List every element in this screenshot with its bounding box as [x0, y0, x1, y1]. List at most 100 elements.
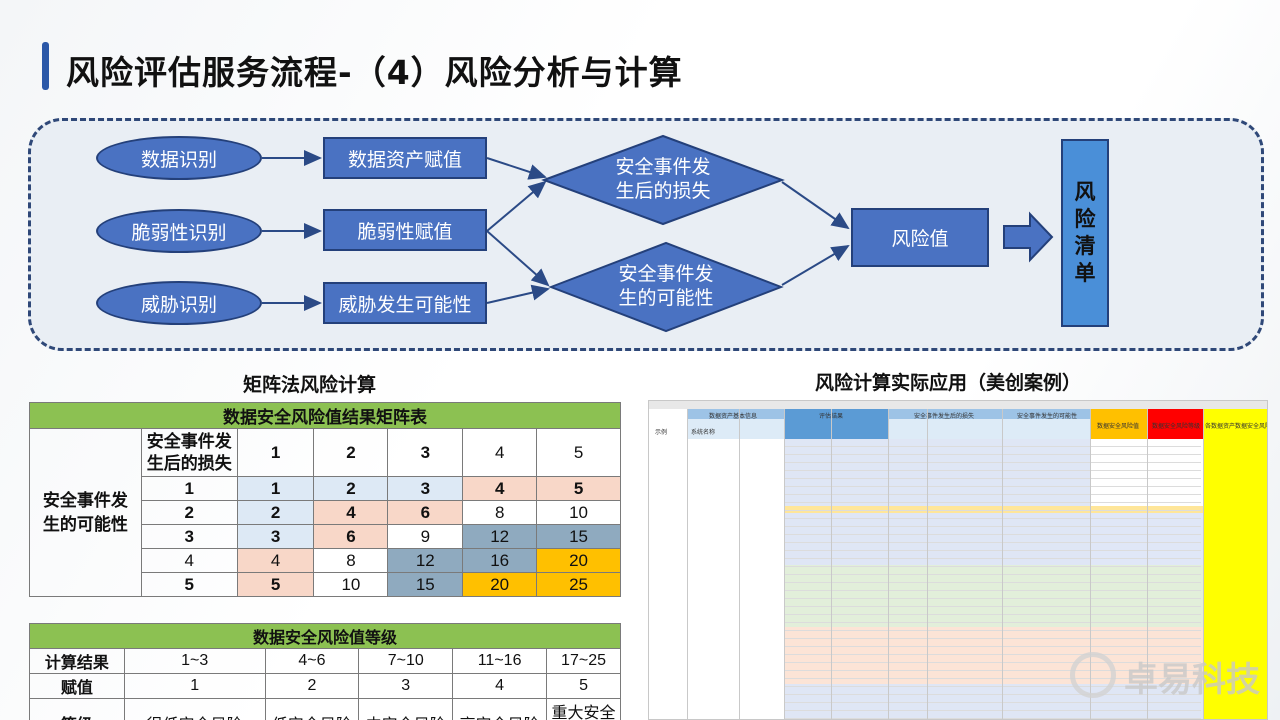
case-grid-row: [784, 559, 1201, 567]
diamond-loss-label: 安全事件发生后的损失: [615, 156, 711, 202]
matrix-cell: 25: [536, 572, 621, 597]
level-grade: 高安全风险: [452, 698, 548, 720]
case-grid-row: [784, 679, 1201, 687]
level-grade: 很低安全风险: [123, 698, 266, 720]
matrix-cell: 15: [536, 524, 621, 549]
box-vulnerability-valuation: 脆弱性赋值: [323, 209, 487, 251]
case-grid-row: [784, 655, 1201, 663]
case-grid-row: [784, 479, 1201, 487]
band-loss: [888, 409, 1002, 419]
level-value: 5: [546, 673, 621, 699]
block-5: [784, 684, 1203, 719]
band-risk-value: [1090, 409, 1147, 439]
case-grid-row: [784, 543, 1201, 551]
case-grid-row: [784, 695, 1201, 703]
matrix-cell: 4: [462, 476, 538, 501]
case-col-system: 系统名称: [691, 429, 716, 436]
matrix-cell: 3: [236, 524, 315, 549]
matrix-cell: 1: [236, 476, 315, 501]
case-grid-row: [784, 527, 1201, 535]
level-range: 17~25: [546, 648, 621, 674]
col-header: 4: [462, 428, 538, 477]
block-4: [784, 627, 1203, 684]
matrix-cell: 12: [462, 524, 538, 549]
level-range: 11~16: [452, 648, 548, 674]
block-2-right: [1090, 513, 1203, 565]
block-3: [784, 565, 1090, 627]
level-row-label: 等级: [29, 698, 125, 720]
box-asset-valuation: 数据资产赋值: [323, 137, 487, 179]
case-grid-row: [784, 535, 1201, 543]
case-grid-row: [784, 503, 1201, 511]
matrix-cell: 12: [387, 548, 464, 573]
title-accent-bar: [42, 42, 49, 90]
case-grid-row: [784, 711, 1201, 719]
diamond-likelihood-label: 安全事件发生的可能性: [618, 263, 714, 309]
matrix-header: 数据安全风险值结果矩阵表: [29, 402, 621, 429]
matrix-cell: 4: [236, 548, 315, 573]
band-asset-info: [687, 409, 784, 419]
matrix-section-title: 矩阵法风险计算: [243, 374, 377, 396]
case-grid-row: [784, 439, 1201, 447]
case-grid-col: [739, 409, 740, 719]
box-risk-value: 风险值: [851, 208, 989, 267]
risk-matrix-table: 数据安全风险值结果矩阵表 安全事件发生的可能性 安全事件发生后的损失 1 2 3…: [29, 402, 621, 597]
case-header: 数据资产基本信息: [709, 413, 758, 420]
level-value: 3: [358, 673, 454, 699]
matrix-cell: 8: [462, 500, 538, 525]
band-loss-sub: [888, 419, 1090, 439]
case-header: 安全事件发生的可能性: [1017, 413, 1078, 420]
row-axis-label: 安全事件发生的可能性: [29, 428, 142, 597]
row-header: 5: [140, 572, 238, 597]
case-grid-row: [784, 671, 1201, 679]
watermark-logo-icon: [1070, 652, 1116, 698]
case-grid-row: [784, 471, 1201, 479]
matrix-cell: 10: [313, 572, 389, 597]
case-grid-row: [784, 639, 1201, 647]
matrix-cell: 6: [313, 524, 389, 549]
level-row-label: 赋值: [29, 673, 125, 699]
matrix-cell: 10: [536, 500, 621, 525]
matrix-cell: 20: [536, 548, 621, 573]
col-header: 3: [387, 428, 464, 477]
col-axis-label: 安全事件发生后的损失: [140, 428, 238, 477]
case-grid-row: [784, 455, 1201, 463]
case-grid-row: [784, 495, 1201, 503]
col-header: 5: [536, 428, 621, 477]
case-grid-row: [784, 631, 1201, 639]
level-value: 1: [123, 673, 266, 699]
matrix-cell: 2: [313, 476, 389, 501]
matrix-cell: 16: [462, 548, 538, 573]
case-header: 安全事件发生后的损失: [914, 413, 975, 420]
case-grid-col: [1090, 409, 1091, 719]
case-section-title: 风险计算实际应用（美创案例）: [815, 372, 1082, 394]
watermark-text: 卓易科技: [1124, 660, 1260, 700]
sheet-topbar: [649, 401, 1267, 409]
case-grid-row: [784, 623, 1201, 631]
col-header: 2: [313, 428, 389, 477]
case-grid-row: [784, 511, 1201, 519]
case-grid-row: [784, 599, 1201, 607]
level-value: 4: [452, 673, 548, 699]
matrix-cell: 15: [387, 572, 464, 597]
matrix-cell: 6: [387, 500, 464, 525]
case-study-spreadsheet: 示例 系统名称 数据资产基本信息 评估结果 安全事件发生后的损失 安全事件发生的…: [648, 400, 1268, 720]
level-value: 2: [264, 673, 360, 699]
row-header: 3: [140, 524, 238, 549]
row-header: 2: [140, 500, 238, 525]
case-header: 各数据资产数据安全风险等级: [1205, 423, 1267, 430]
level-range: 1~3: [123, 648, 266, 674]
block-2: [784, 513, 1090, 565]
case-grid-row: [784, 591, 1201, 599]
case-grid-col: [687, 409, 688, 719]
input-data-identification: 数据识别: [96, 136, 262, 180]
band-asset-sub: [687, 419, 784, 439]
matrix-cell: 4: [313, 500, 389, 525]
case-grid-row: [784, 519, 1201, 527]
level-range: 7~10: [358, 648, 454, 674]
case-grid-col: [888, 409, 889, 719]
case-grid-row: [784, 687, 1201, 695]
level-grade: 重大安全风险: [546, 698, 621, 720]
case-grid-row: [784, 615, 1201, 623]
case-grid-row: [784, 647, 1201, 655]
